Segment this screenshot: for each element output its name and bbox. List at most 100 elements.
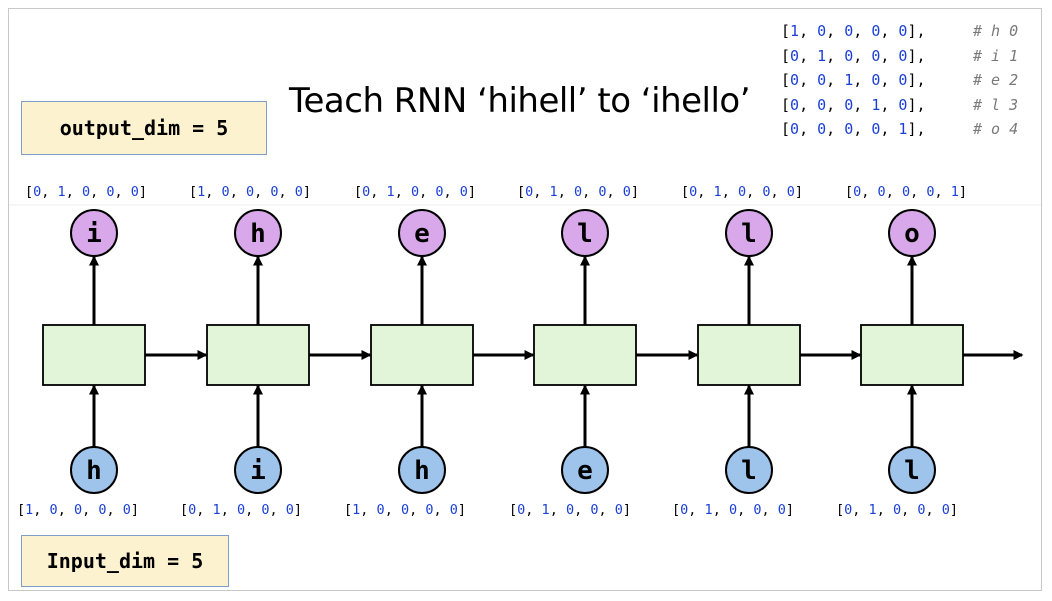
vector-value: 0 — [893, 502, 901, 518]
vector-value: 0 — [377, 502, 385, 518]
lookup-value: 0 — [817, 71, 827, 89]
lookup-comment: # l 3 — [973, 95, 1019, 114]
output-node — [234, 209, 282, 257]
vector-value: 0 — [106, 184, 114, 200]
vector-value: 0 — [33, 184, 41, 200]
input-char: h — [414, 456, 430, 486]
lookup-value: 0 — [790, 120, 800, 138]
vector-value: 0 — [942, 502, 950, 518]
lookup-comment: # i 1 — [973, 46, 1019, 65]
vector-value: 0 — [753, 502, 761, 518]
vector-value: 1 — [869, 502, 877, 518]
vector-value: 0 — [425, 502, 433, 518]
vector-value: 0 — [286, 502, 294, 518]
vector-value: 0 — [460, 184, 468, 200]
lookup-value: 0 — [844, 95, 854, 114]
output-node — [725, 209, 773, 257]
lookup-value: 0 — [817, 95, 827, 114]
lookup-value: 1 — [871, 95, 881, 114]
input-vector: [1, 0, 0, 0, 0] — [344, 502, 466, 518]
output-char: l — [741, 219, 757, 249]
input-vector: [0, 1, 0, 0, 0] — [180, 502, 302, 518]
output-vector: [0, 0, 0, 0, 1] — [845, 184, 967, 200]
vector-value: 0 — [517, 502, 525, 518]
rnn-cell — [206, 324, 310, 386]
vector-value: 0 — [926, 184, 934, 200]
vector-value: 0 — [237, 502, 245, 518]
vector-value: 0 — [82, 184, 90, 200]
vector-value: 0 — [574, 184, 582, 200]
vector-value: 0 — [50, 502, 58, 518]
output-vector: [0, 1, 0, 0, 0] — [354, 184, 476, 200]
vector-value: 1 — [213, 502, 221, 518]
vector-value: 0 — [902, 184, 910, 200]
lookup-value: 0 — [898, 95, 908, 114]
input-node — [398, 446, 446, 494]
lookup-comment: # e 2 — [973, 71, 1019, 89]
lookup-value: 0 — [898, 71, 908, 89]
slide: output_dim = 5 Teach RNN ‘hihell’ to ‘ih… — [8, 8, 1042, 591]
input-dim-label: Input_dim = 5 — [21, 535, 229, 587]
output-vector: [1, 0, 0, 0, 0] — [189, 184, 311, 200]
lookup-value: 0 — [844, 22, 854, 40]
output-char: i — [86, 219, 102, 249]
lookup-value: 0 — [817, 120, 827, 138]
vector-value: 0 — [689, 184, 697, 200]
vector-value: 1 — [58, 184, 66, 200]
lookup-value: 0 — [871, 71, 881, 89]
lookup-line: [0, 0, 1, 0, 0],# e 2 — [781, 71, 1019, 89]
lookup-value: 0 — [871, 22, 881, 40]
vector-value: 0 — [878, 184, 886, 200]
vector-value: 0 — [853, 184, 861, 200]
vector-value: 1 — [705, 502, 713, 518]
vector-value: 0 — [566, 502, 574, 518]
lookup-value: 0 — [898, 22, 908, 40]
vector-value: 0 — [222, 184, 230, 200]
input-char: i — [250, 456, 266, 486]
output-dim-label: output_dim = 5 — [21, 101, 267, 155]
vector-value: 1 — [542, 502, 550, 518]
output-char: l — [577, 219, 593, 249]
input-node — [725, 446, 773, 494]
output-char: o — [904, 219, 920, 249]
input-char: h — [86, 456, 102, 486]
vector-value: 0 — [450, 502, 458, 518]
input-vector: [0, 1, 0, 0, 0] — [836, 502, 958, 518]
input-char: e — [577, 456, 593, 486]
input-node — [234, 446, 282, 494]
vector-value: 0 — [295, 184, 303, 200]
lookup-line: [0, 0, 0, 0, 1],# o 4 — [781, 120, 1019, 138]
lookup-value: 0 — [844, 46, 854, 65]
vector-value: 0 — [762, 184, 770, 200]
output-char: e — [414, 219, 430, 249]
lookup-line: [0, 1, 0, 0, 0],# i 1 — [781, 46, 1019, 65]
input-char: l — [904, 456, 920, 486]
vector-value: 0 — [917, 502, 925, 518]
output-char: h — [250, 219, 266, 249]
input-vector: [0, 1, 0, 0, 0] — [672, 502, 794, 518]
lookup-line: [0, 0, 0, 1, 0],# l 3 — [781, 95, 1019, 114]
lookup-comment: # o 4 — [973, 120, 1019, 138]
output-vector: [0, 1, 0, 0, 0] — [517, 184, 639, 200]
lookup-value: 0 — [871, 120, 881, 138]
output-vector: [0, 1, 0, 0, 0] — [25, 184, 147, 200]
lookup-value: 0 — [844, 120, 854, 138]
lookup-value: 0 — [817, 22, 827, 40]
vector-value: 0 — [787, 184, 795, 200]
lookup-value: 0 — [871, 46, 881, 65]
vector-value: 1 — [714, 184, 722, 200]
vector-value: 1 — [951, 184, 959, 200]
input-node — [561, 446, 609, 494]
vector-value: 1 — [25, 502, 33, 518]
vector-value: 0 — [525, 184, 533, 200]
lookup-value: 1 — [817, 46, 827, 65]
vector-value: 0 — [261, 502, 269, 518]
output-node — [561, 209, 609, 257]
rnn-diagram: i h [0, 1, 0, 0, 0] [1, 0, 0, 0, 0] h i [1, 0,… — [9, 184, 1041, 518]
input-node — [70, 446, 118, 494]
vector-value: 0 — [590, 502, 598, 518]
vector-value: 0 — [615, 502, 623, 518]
input-char: l — [741, 456, 757, 486]
vector-value: 0 — [188, 502, 196, 518]
rnn-cell — [697, 324, 801, 386]
